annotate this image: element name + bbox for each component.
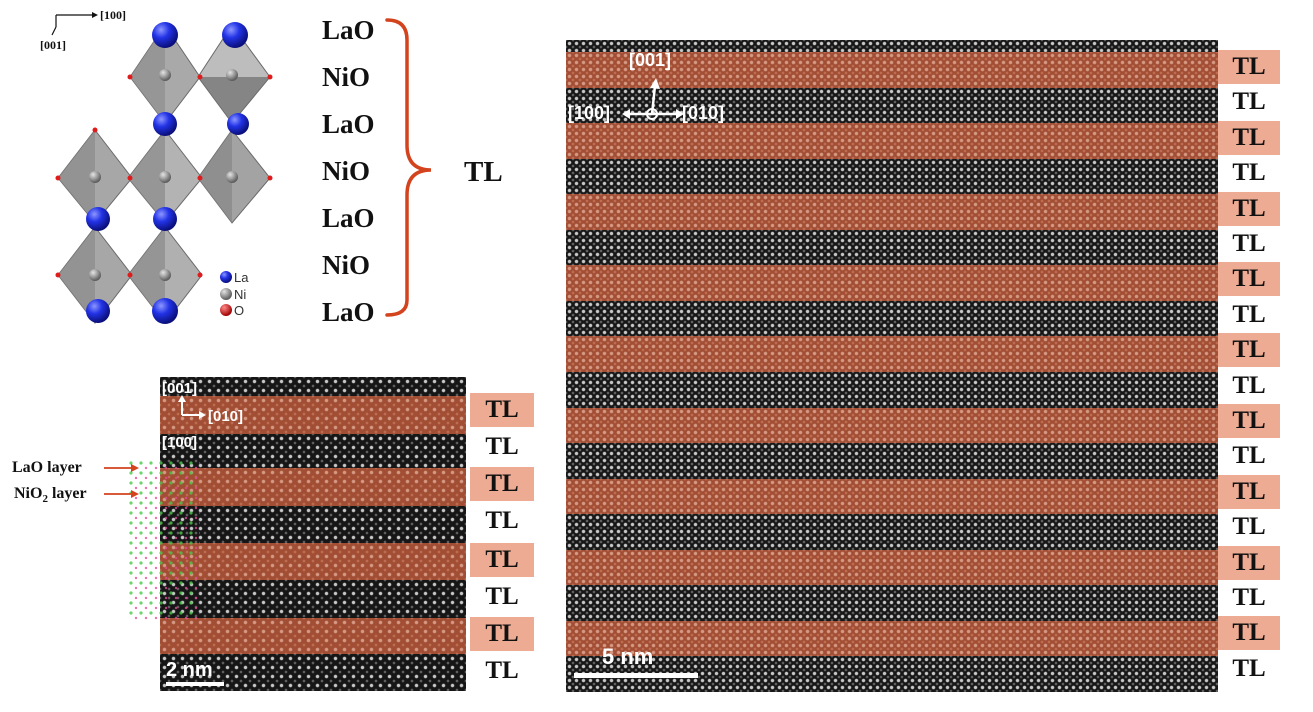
tl-tag: TL (1218, 50, 1280, 84)
axis-label-001: [001] (162, 380, 197, 397)
stripe-red (566, 265, 1218, 302)
layer-label: LaO (322, 109, 375, 139)
tl-tag: TL (1218, 191, 1280, 226)
stripe-red (566, 549, 1218, 586)
stripe-red (160, 618, 466, 654)
scale-bar-label: 2 nm (166, 659, 213, 681)
stripe-red (566, 407, 1218, 444)
ni-atom-icon (220, 288, 232, 300)
crystal-structure-model: [100] [001] (40, 8, 273, 324)
axis-label-100: [100] (162, 434, 197, 451)
small-haadf-panel (160, 377, 466, 691)
tl-tag: TL (485, 657, 519, 684)
tl-tag: TL (1218, 616, 1280, 651)
stripe-dark (566, 40, 1218, 52)
axis-label-100: [100] (100, 8, 126, 22)
tl-tag: TL (1232, 584, 1266, 611)
tl-tag: TL (485, 433, 519, 460)
stripe-dark (160, 580, 466, 618)
stripe-red (160, 468, 466, 506)
layer-group-brace (385, 18, 432, 317)
scale-bar-label: 5 nm (602, 644, 653, 669)
stripe-red (566, 620, 1218, 657)
svg-text:Ni: Ni (234, 287, 246, 302)
tl-tag: TL (1232, 230, 1266, 257)
large-haadf-panel (566, 40, 1218, 692)
tl-tag: TL (1218, 333, 1280, 368)
scale-bar (574, 673, 698, 678)
layer-label: NiO (322, 62, 371, 92)
stripe-dark (566, 229, 1218, 266)
o-atom-icon (220, 304, 232, 316)
small-panel-overlay: [001] [010] [100] 2 nm (162, 380, 243, 686)
stripe-dark (566, 87, 1218, 124)
octahedra-row-top (129, 24, 271, 124)
tl-tag: TL (1232, 654, 1266, 682)
nio2-layer-label: NiO2 layer (14, 485, 87, 506)
layer-group-label: TL (464, 156, 503, 188)
axis-label-100: [100] (568, 103, 610, 123)
stripe-red (160, 396, 466, 434)
atom-legend: La Ni O (220, 270, 249, 318)
axis-label-010: [010] (208, 408, 243, 425)
structure-axis-indicator: [100] [001] (40, 8, 126, 52)
stripe-dark (160, 506, 466, 543)
large-axis-arrows (622, 78, 684, 120)
layer-label: NiO (322, 156, 371, 186)
svg-text:La: La (234, 270, 249, 285)
tl-tag: TL (1218, 404, 1280, 438)
layer-label: LaO (322, 15, 375, 45)
tl-tag: TL (1218, 474, 1280, 509)
stripe-red (566, 478, 1218, 515)
stripe-dark (566, 158, 1218, 195)
stripe-red (160, 543, 466, 580)
tl-tag: TL (470, 467, 534, 501)
stripe-dark (566, 443, 1218, 480)
tl-tag: TL (1232, 513, 1266, 541)
large-panel-overlay: [001] [100] [010] 5 nm (568, 50, 724, 678)
tl-tag: TL (1232, 300, 1266, 328)
stripe-dark (566, 372, 1218, 409)
tl-tag: TL (1218, 262, 1280, 297)
tl-tag: TL (1232, 159, 1266, 187)
small-axis-arrows (178, 395, 206, 419)
tl-tag: TL (1232, 371, 1266, 399)
tl-tag: TL (485, 583, 519, 610)
stripe-red (566, 52, 1218, 89)
lao-layer-label: LaO layer (12, 459, 82, 476)
tl-tag: TL (1232, 88, 1266, 116)
scale-bar (166, 682, 224, 686)
stripe-red (566, 336, 1218, 373)
axis-label-001: [001] (40, 38, 66, 52)
stripe-red (566, 123, 1218, 160)
stripe-dark (566, 514, 1218, 551)
tl-tag: TL (1218, 545, 1280, 580)
axis-label-010: [010] (682, 103, 724, 123)
atom-overlay-markers (128, 460, 200, 620)
svg-text:O: O (234, 303, 244, 318)
stripe-dark (566, 656, 1218, 692)
tl-tag: TL (470, 617, 534, 651)
stripe-dark (160, 377, 466, 396)
layer-pointer-arrows (104, 464, 139, 498)
tl-tag: TL (470, 393, 534, 427)
tl-tag: TL (1232, 442, 1266, 470)
stripe-dark (160, 434, 466, 468)
stripe-dark (566, 300, 1218, 337)
tl-tag: TL (485, 507, 519, 534)
layer-label: LaO (322, 297, 375, 327)
la-atoms (86, 22, 249, 324)
la-atom-icon (220, 271, 232, 283)
layer-label: NiO (322, 250, 371, 280)
layer-label: LaO (322, 203, 375, 233)
ni-atoms (89, 69, 238, 281)
tl-tag: TL (470, 543, 534, 577)
tl-tag: TL (1218, 120, 1280, 155)
stripe-dark (566, 585, 1218, 622)
stripe-red (566, 194, 1218, 231)
axis-label-001: [001] (629, 50, 671, 70)
